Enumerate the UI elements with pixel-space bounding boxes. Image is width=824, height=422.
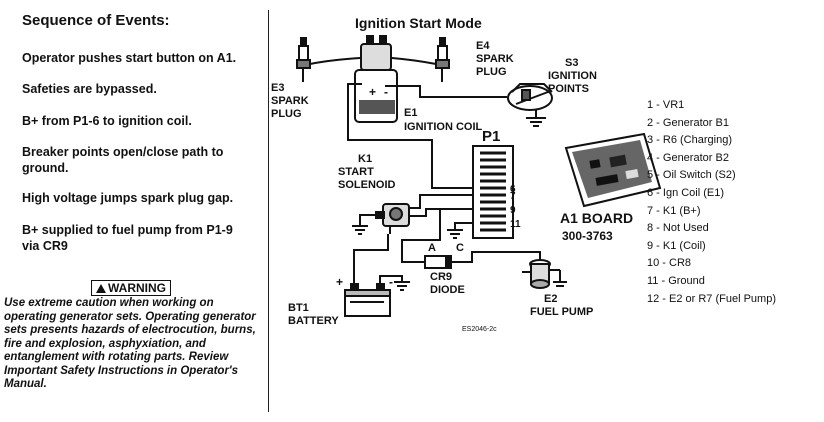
e1-name: IGNITION COIL — [404, 121, 483, 133]
legend-item: 5 - Oil Switch (S2) — [647, 169, 736, 182]
s3-name: POINTS — [548, 83, 589, 95]
s3-label: S3 — [565, 57, 578, 69]
k1-name: SOLENOID — [338, 179, 396, 191]
drawing-number: ES2046-2c — [462, 326, 497, 333]
bt1-label: BT1 — [288, 302, 309, 314]
legend-item: 7 - K1 (B+) — [647, 204, 701, 217]
legend-item: 9 - K1 (Coil) — [647, 239, 706, 252]
sequence-panel: Sequence of Events: Operator pushes star… — [0, 0, 262, 422]
coil-minus-label: - — [384, 85, 388, 99]
ignition-coil-icon — [354, 35, 398, 123]
warning-icon — [96, 284, 106, 293]
cr9-diode-icon — [424, 255, 452, 269]
k1-label: K1 — [358, 153, 372, 165]
start-solenoid-icon — [375, 203, 410, 234]
p1-pin-label: 7 — [510, 191, 516, 202]
e3-name: PLUG — [271, 108, 302, 120]
a1-board-icon — [564, 132, 662, 208]
spark-plug-e3-icon — [296, 37, 311, 82]
p1-pin-label: 11 — [510, 219, 521, 230]
cr9-label: CR9 — [430, 271, 452, 283]
diagram-frame — [268, 10, 802, 412]
fuel-pump-icon — [522, 259, 567, 289]
diode-anode-label: A — [428, 242, 436, 254]
e3-name: SPARK — [271, 95, 309, 107]
e4-label: E4 — [476, 40, 490, 52]
e2-name: FUEL PUMP — [530, 306, 593, 318]
a1-board-label: A1 BOARD — [560, 210, 633, 226]
diagram-title: Ignition Start Mode — [355, 15, 482, 31]
coil-plus-label: + — [369, 85, 376, 99]
p1-pin-label: 6 — [510, 184, 516, 195]
legend-item: 4 - Generator B2 — [647, 151, 729, 164]
bt1-name: BATTERY — [288, 315, 339, 327]
sequence-step: High voltage jumps spark plug gap. — [22, 191, 234, 205]
e3-label: E3 — [271, 82, 284, 94]
legend-item: 1 - VR1 — [647, 99, 685, 111]
k1-name: START — [338, 166, 374, 178]
sequence-step: Safeties are bypassed. — [22, 82, 157, 96]
a1-part-number: 300-3763 — [562, 229, 613, 243]
cr9-name: DIODE — [430, 284, 465, 296]
battery-plus-label: + — [336, 275, 343, 289]
warning-text: Use extreme caution when working on oper… — [4, 297, 256, 390]
diode-cathode-label: C — [456, 242, 464, 254]
e4-name: SPARK — [476, 53, 514, 65]
p1-pin-label: 9 — [510, 205, 516, 216]
s3-name: IGNITION — [548, 70, 597, 82]
legend-item: 3 - R6 (Charging) — [647, 134, 732, 147]
pin-legend: 1 - VR1 2 - Generator B1 3 - R6 (Chargin… — [647, 97, 776, 308]
battery-minus-label: - — [389, 275, 393, 289]
sequence-step: Operator pushes start button on A1. — [22, 51, 237, 65]
sequence-step: Breaker points open/close path to ground… — [22, 145, 224, 175]
p1-label: P1 — [482, 128, 500, 145]
e2-label: E2 — [544, 293, 557, 305]
sequence-step: B+ supplied to fuel pump from P1-9 via C… — [22, 223, 233, 253]
legend-item: 6 - Ign Coil (E1) — [647, 186, 725, 199]
battery-icon — [344, 283, 391, 317]
legend-item: 12 - E2 or R7 (Fuel Pump) — [647, 292, 776, 305]
e1-label: E1 — [404, 107, 417, 119]
warning-badge: WARNING — [91, 280, 171, 296]
spark-plug-e4-icon — [435, 37, 450, 82]
legend-item: 11 - Ground — [647, 274, 705, 287]
p1-connector-icon — [472, 145, 514, 239]
sequence-title: Sequence of Events: — [22, 12, 170, 29]
legend-item: 8 - Not Used — [647, 222, 709, 235]
e4-name: PLUG — [476, 66, 507, 78]
warning-badge-label: WARNING — [108, 281, 166, 295]
ignition-points-icon — [507, 83, 553, 127]
sequence-step: B+ from P1-6 to ignition coil. — [22, 114, 192, 128]
legend-item: 2 - Generator B1 — [647, 116, 729, 129]
legend-item: 10 - CR8 — [647, 257, 692, 270]
